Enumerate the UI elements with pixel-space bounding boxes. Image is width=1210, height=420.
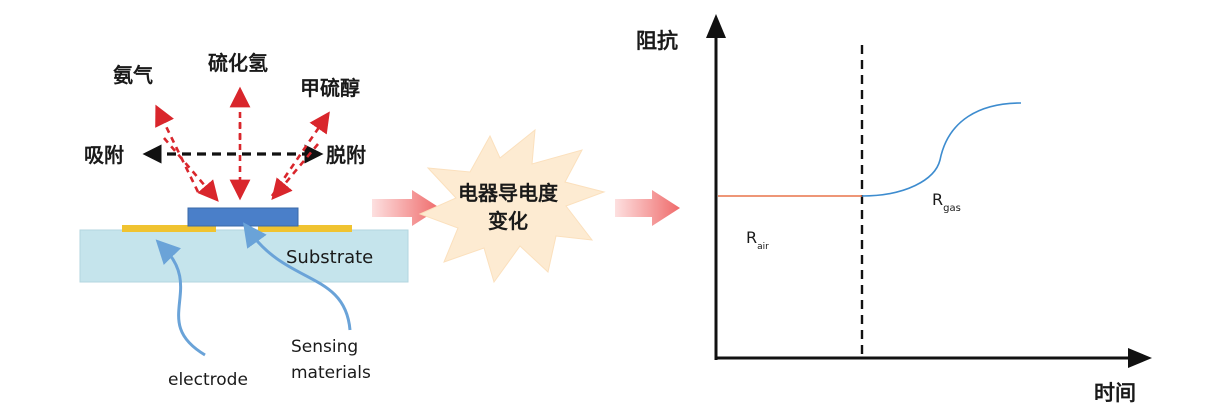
y-axis-arrowhead (706, 14, 726, 38)
r-gas-label: Rgas (932, 190, 961, 214)
substrate-label: Substrate (286, 247, 373, 268)
gas-arrow-in-right (271, 143, 319, 200)
x-axis-arrowhead (1128, 348, 1152, 368)
sensing-label-line2: materials (291, 363, 371, 383)
gas-label-hydrogen-sulfide: 硫化氢 (208, 51, 268, 75)
burst-text-line1: 电器导电度 (458, 181, 559, 205)
gas-label-methyl-mercaptan: 甲硫醇 (300, 76, 360, 100)
burst-text-line2: 变化 (488, 209, 528, 233)
gas-arrow-out-right (270, 111, 330, 197)
adsorption-label: 吸附 (84, 143, 124, 167)
electrode-left (122, 225, 216, 232)
gas-arrow-in-left (163, 137, 219, 202)
gas-arrows (155, 86, 330, 202)
flow-arrow-2 (615, 190, 680, 226)
sensing-material-pointer-arrow (242, 222, 352, 331)
y-axis-label: 阻抗 (636, 29, 678, 53)
sensing-label-line1: Sensing (291, 337, 358, 357)
gas-label-ammonia: 氨气 (113, 63, 153, 87)
sensing-material (187, 207, 299, 227)
r-gas-curve (861, 102, 1022, 197)
x-axis-label: 时间 (1094, 381, 1136, 405)
r-air-label: Rair (746, 228, 769, 252)
conductivity-burst (418, 128, 606, 284)
electrode-right (258, 225, 352, 232)
flow-arrow-1 (372, 190, 440, 226)
electrode-pointer-arrow (155, 239, 206, 357)
gas-arrow-out-left (155, 104, 200, 193)
electrode-label: electrode (168, 370, 248, 390)
desorption-label: 脱附 (326, 143, 366, 167)
